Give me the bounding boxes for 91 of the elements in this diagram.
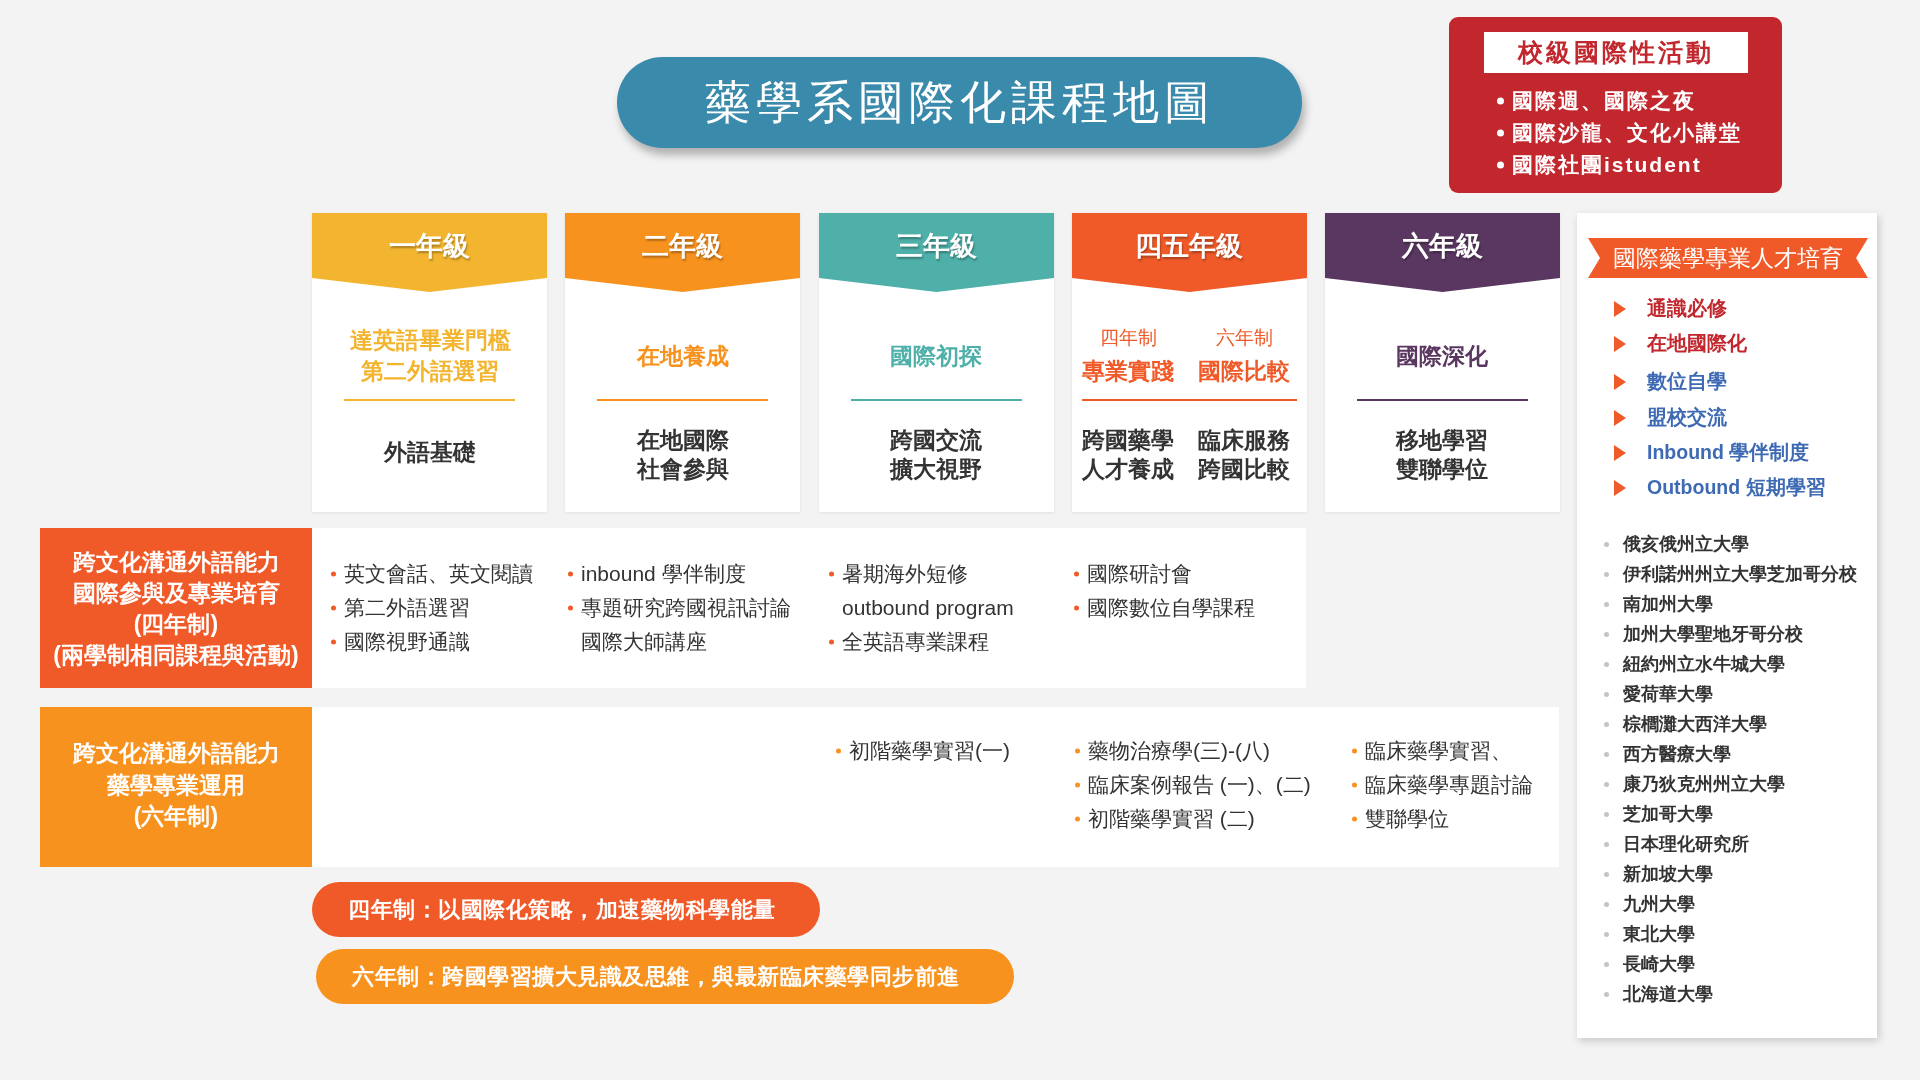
card-text: 移地學習 [1396,428,1488,452]
course-band [312,528,1306,688]
card-text: 跨國藥學 [1082,428,1174,452]
card-subtitle: 第二外語選習 [361,359,499,383]
list-item: 日本理化研究所 [1604,835,1749,853]
track-label: 六年制 [1215,327,1273,347]
row-heading-text: 藥學專業運用 [107,773,245,797]
list-item: 北海道大學 [1604,985,1713,1003]
list-item: 數位自學 [1647,372,1727,392]
list-item: outbound program [842,596,1014,618]
title-banner: 藥學系國際化課程地圖 [617,57,1302,148]
list-item: 國際視野通識 [331,630,470,652]
list-item: 東北大學 [1604,925,1695,943]
card-text: 擴大視野 [890,457,982,481]
card-subtitle: 專業實踐 [1082,359,1174,383]
list-item: 伊利諾州州立大學芝加哥分校 [1604,565,1857,583]
card-text: 跨國比較 [1198,457,1290,481]
list-item: 南加州大學 [1604,595,1713,613]
list-item: 芝加哥大學 [1604,805,1713,823]
card-subtitle: 國際深化 [1396,344,1488,368]
list-item: 西方醫療大學 [1604,745,1731,763]
list-item: 專題研究跨國視訊討論 [568,596,791,618]
list-item: 臨床藥學專題討論 [1352,773,1533,795]
card-subtitle: 國際初探 [890,344,982,368]
year-card [312,213,547,512]
row-heading-text: (六年制) [133,804,219,828]
card-text: 雙聯學位 [1396,457,1488,481]
list-item: 英文會話、英文閱讀 [331,562,533,584]
ribbon-banner: 國際藥學專業人才培育 [1588,238,1868,278]
list-item: 第二外語選習 [331,596,470,618]
list-item: 加州大學聖地牙哥分校 [1604,625,1803,643]
list-item: 臨床案例報告 (一)、(二) [1075,773,1311,795]
row-heading-box [40,707,312,867]
summary-banner: 四年制：以國際化策略，加速藥物科學能量 [312,882,820,937]
year-card [565,213,801,512]
list-item: 藥物治療學(三)-(八) [1075,739,1270,761]
row-heading-text: 國際參與及專業培育 [72,581,280,605]
list-item: 國際沙龍、文化小講堂 [1497,121,1742,143]
list-item: 康乃狄克州州立大學 [1604,775,1785,793]
list-item: 通識必修 [1647,299,1727,319]
heading-banner: 校級國際性活動 [1484,32,1748,73]
year-card [818,213,1054,512]
list-item: 紐約州立水牛城大學 [1604,655,1785,673]
list-item: 初階藥學實習(一) [836,739,1010,761]
row-heading-text: (兩學制相同課程與活動) [53,643,299,667]
grade-heading-banner: 三年級 [818,213,1054,292]
row-heading-text: 跨文化溝通外語能力 [72,741,280,765]
list-item: 棕櫚灘大西洋大學 [1604,715,1767,733]
activity-box [1449,17,1782,193]
card-text: 社會參與 [637,457,729,481]
card-text: 在地國際 [637,428,729,452]
grade-heading-banner: 六年級 [1325,213,1560,292]
list-item: 愛荷華大學 [1604,685,1713,703]
list-item: 臨床藥學實習、 [1352,739,1512,761]
card-text: 人才養成 [1082,457,1174,481]
year-card [1071,213,1307,512]
list-item: 國際週、國際之夜 [1497,89,1696,111]
side-panel [1577,213,1877,1038]
list-item: Inbound 學伴制度 [1647,443,1810,463]
course-band [312,707,1559,867]
card-text: 臨床服務 [1198,428,1290,452]
list-item: 俄亥俄州立大學 [1604,535,1749,553]
grade-heading-banner: 一年級 [312,213,547,292]
card-text: 跨國交流 [890,428,982,452]
list-item: 國際研討會 [1074,562,1192,584]
list-item: 九州大學 [1604,895,1695,913]
row-heading-text: 跨文化溝通外語能力 [72,550,280,574]
list-item: 雙聯學位 [1352,807,1449,829]
grade-heading-banner: 四五年級 [1071,213,1307,292]
list-item: 新加坡大學 [1604,865,1713,883]
list-item: 長崎大學 [1604,955,1695,973]
card-subtitle: 在地養成 [637,344,729,368]
track-label: 四年制 [1099,327,1157,347]
list-item: 盟校交流 [1647,408,1727,428]
list-item: Outbound 短期學習 [1647,478,1826,498]
list-item: 全英語專業課程 [829,630,989,652]
card-subtitle: 達英語畢業門檻 [349,328,511,352]
list-item: inbound 學伴制度 [568,562,746,584]
grade-heading-banner: 二年級 [565,213,801,292]
list-item: 在地國際化 [1647,334,1747,354]
year-card [1325,213,1560,512]
list-item: 國際大師講座 [581,630,707,652]
list-item: 國際數位自學課程 [1074,596,1255,618]
card-subtitle: 國際比較 [1198,359,1290,383]
row-heading-box [40,528,312,688]
card-text: 外語基礎 [384,440,476,464]
row-heading-text: (四年制) [133,612,219,636]
list-item: 國際社團istudent [1497,153,1702,175]
list-item: 初階藥學實習 (二) [1075,807,1255,829]
summary-banner: 六年制：跨國學習擴大見識及思維，與最新臨床藥學同步前進 [316,949,1014,1004]
list-item: 暑期海外短修 [829,562,968,584]
